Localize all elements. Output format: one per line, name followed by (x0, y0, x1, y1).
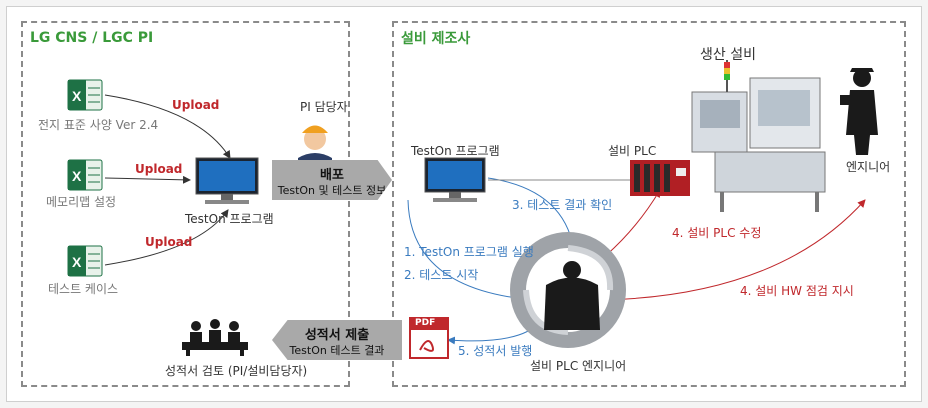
report-banner: 성적서 제출 TestOn 테스트 결과 (272, 320, 402, 360)
plc-label: 설비 PLC (608, 144, 657, 158)
right-panel-title: 설비 제조사 (401, 31, 471, 47)
review-label: 성적서 검토 (PI/설비담당자) (165, 364, 308, 378)
excel-icon: X (67, 159, 103, 191)
pc-icon (195, 157, 259, 204)
pi-person-label: PI 담당자 (300, 100, 348, 114)
deploy-banner: 배포 TestOn 및 테스트 정보 (272, 160, 392, 200)
pdf-label: PDF (415, 318, 436, 328)
test-arrow (407, 199, 536, 304)
pc-label: TestOn 프로그램 (411, 144, 500, 158)
pi-person-icon (298, 125, 332, 165)
upload-arrow-2 (104, 175, 191, 184)
plc-icon (630, 160, 690, 196)
left-panel-title: LG CNS / LGC PI (30, 30, 154, 46)
deploy-subtitle: TestOn 및 테스트 정보 (277, 184, 387, 197)
production-equipment-image (691, 60, 826, 212)
excel-icon: X (67, 79, 103, 111)
upload-label: Upload (172, 98, 220, 112)
document-label: 전지 표준 사양 Ver 2.4 (38, 118, 159, 132)
reviewers-icon (182, 319, 248, 356)
upload-arrow-3 (104, 209, 229, 266)
upload-label: Upload (135, 162, 183, 176)
equipment-label: 생산 설비 (700, 47, 756, 63)
upload-label: Upload (145, 235, 193, 249)
deploy-title: 배포 (320, 168, 344, 183)
report-subtitle: TestOn 테스트 결과 (289, 344, 385, 357)
step-label: 1. TestOn 프로그램 실행 (404, 245, 534, 259)
pc-label: TestOn 프로그램 (185, 212, 274, 226)
step-label: 5. 성적서 발행 (458, 344, 533, 358)
svg-text:X: X (72, 168, 82, 184)
step-label: 3. 테스트 결과 확인 (512, 198, 613, 212)
hw-check-arrow (604, 199, 866, 301)
diagram-frame (6, 6, 922, 402)
excel-icon: X (67, 245, 103, 277)
left-panel (21, 21, 350, 387)
svg-text:X: X (72, 254, 82, 270)
pc-icon (424, 157, 486, 202)
plc-engineer-label: 설비 PLC 엔지니어 (530, 359, 627, 373)
document-label: 메모리맵 설정 (46, 195, 117, 209)
document-label: 테스트 케이스 (48, 282, 119, 296)
step-label: 4. 설비 PLC 수정 (672, 226, 762, 240)
right-panel (392, 21, 906, 387)
svg-text:X: X (72, 88, 82, 104)
plc-engineer-cycle-icon (510, 232, 626, 348)
report-title: 성적서 제출 (304, 328, 370, 343)
step-label: 2. 테스트 시작 (404, 268, 479, 282)
upload-arrow-1 (104, 94, 231, 159)
step-label: 4. 설비 HW 점검 지시 (740, 284, 854, 298)
engineer-icon (840, 68, 878, 155)
pdf-icon (409, 317, 449, 359)
engineer-label: 엔지니어 (846, 160, 891, 174)
